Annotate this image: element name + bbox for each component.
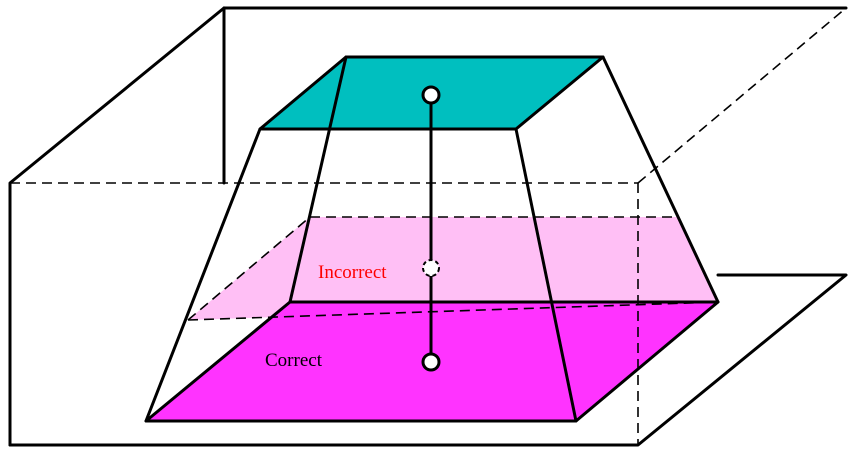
incorrect-centroid-marker: [422, 259, 440, 277]
correct-centroid-marker: [421, 352, 441, 372]
incorrect-section-plane: [188, 217, 718, 320]
top-centroid-marker: [421, 85, 441, 105]
correct-label: Correct: [265, 350, 323, 371]
incorrect-label: Incorrect: [318, 262, 387, 283]
incorrect-plane-outline: [187, 216, 719, 321]
frustum-edges: [144, 55, 720, 423]
hidden-box-edges: [10, 7, 847, 445]
outer-box-edges: [8, 6, 848, 447]
